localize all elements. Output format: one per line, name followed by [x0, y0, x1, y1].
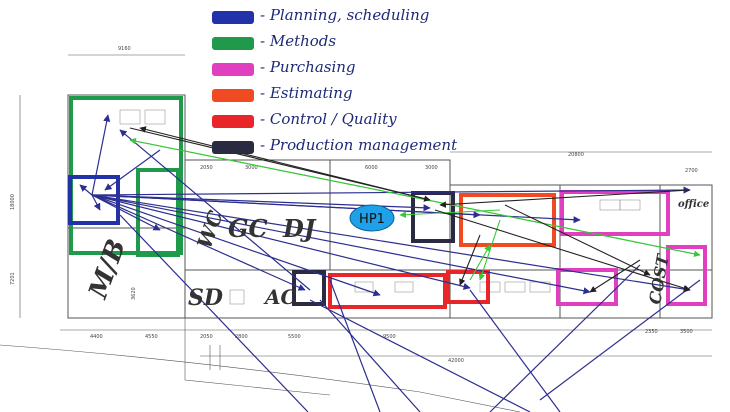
- legend-label: - Production management: [260, 136, 458, 154]
- handwritten-label: SD: [188, 285, 223, 311]
- estimating-area: [459, 193, 556, 247]
- dimension-label: 2700: [685, 168, 698, 174]
- dimension-label: 4550: [145, 334, 158, 340]
- legend: - Planning, scheduling - Methods - Purch…: [212, 6, 472, 156]
- dimension-label: 20800: [568, 152, 584, 158]
- legend-label: - Purchasing: [260, 58, 356, 76]
- dimension-label: 9160: [118, 46, 131, 52]
- hp1-node: HP1: [349, 204, 395, 232]
- dimension-label: 3500: [680, 329, 693, 335]
- methods-arrows: [129, 137, 701, 281]
- handwritten-label: AC: [263, 285, 297, 309]
- legend-label: - Estimating: [260, 84, 353, 102]
- control-quality-area-2: [446, 270, 490, 304]
- handwritten-labels: M/B WC GC DJ SD AC COST office: [83, 199, 709, 311]
- legend-label: - Methods: [260, 32, 337, 50]
- department-boxes: [68, 96, 707, 309]
- handwritten-label: DJ: [282, 214, 317, 243]
- dimension-label: 2050: [200, 334, 213, 340]
- handwritten-label: office: [678, 199, 709, 210]
- production-management-arrows: [129, 126, 691, 293]
- control-quality-area-1: [328, 273, 447, 309]
- purchasing-area-1: [560, 190, 670, 236]
- dimension-label: 5500: [288, 334, 301, 340]
- purchasing-swatch: [212, 63, 254, 76]
- production-management-area-2: [292, 270, 326, 306]
- dimension-label: 3000: [245, 165, 258, 171]
- dimension-label: 2350: [645, 329, 658, 335]
- handwritten-label: GC: [228, 214, 268, 243]
- interior-details: [119, 109, 641, 305]
- dimension-label: 9500: [383, 334, 396, 340]
- handwritten-label: M/B: [83, 236, 132, 304]
- purchasing-area-3: [556, 268, 618, 306]
- hp1-label: HP1: [359, 212, 385, 227]
- dimension-labels: 9160 18000 7201 3620 4400 4550 2050 6000…: [10, 46, 698, 364]
- handwritten-label: WC: [192, 207, 228, 251]
- dimension-label: 3620: [131, 287, 137, 300]
- methods-swatch: [212, 37, 254, 50]
- production-management-area-1: [411, 191, 455, 243]
- dimension-label: 7201: [10, 272, 16, 285]
- legend-label: - Planning, scheduling: [260, 6, 430, 24]
- dimension-label: 42000: [448, 358, 464, 364]
- control-quality-swatch: [212, 115, 254, 128]
- legend-label: - Control / Quality: [260, 110, 397, 128]
- estimating-swatch: [212, 89, 254, 102]
- planning-arrows: [79, 114, 701, 412]
- dimension-label: 3000: [425, 165, 438, 171]
- dimension-label: 6000: [365, 165, 378, 171]
- planning-swatch: [212, 11, 254, 24]
- dimension-label: 2800: [235, 334, 248, 340]
- dimension-label: 4400: [90, 334, 103, 340]
- purchasing-area-2: [666, 245, 707, 306]
- dimension-label: 18000: [10, 194, 16, 210]
- dimension-label: 2050: [200, 165, 213, 171]
- production-management-swatch: [212, 141, 254, 154]
